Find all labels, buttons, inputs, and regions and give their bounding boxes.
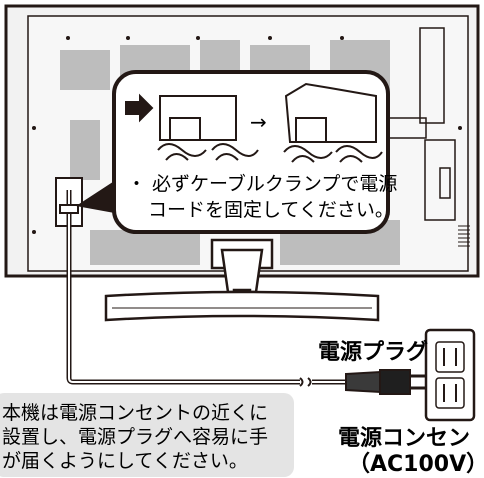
vent-slots [458, 225, 470, 247]
clamp-illustration-closed [283, 82, 383, 163]
terminal-panel [387, 27, 456, 221]
callout-line-1: ・ 必ずケーブルクランプで電源 [127, 173, 398, 195]
note-line-2: 設置し、電源プラグへ容易に手 [2, 426, 269, 448]
clamp-illustration-open [125, 93, 259, 161]
wall-outlet [424, 328, 476, 422]
outlet-label-line-1: 電源コンセン [338, 426, 471, 451]
plug-label: 電源プラグ [318, 340, 429, 365]
screw-holes [32, 36, 462, 234]
callout-line-2: コードを固定してください。 [148, 199, 394, 221]
callout-leader [76, 176, 122, 214]
outlet-label-line-2: （AC100V） [348, 452, 484, 477]
note-line-1: 本機は電源コンセントの近くに [2, 402, 269, 424]
installation-note-box: 本機は電源コンセントの近くに 設置し、電源プラグへ容易に手 が届くようにしてくだ… [0, 393, 294, 477]
note-line-3: が届くようにしてください。 [2, 450, 248, 472]
tv-stand [104, 238, 380, 322]
direction-arrow-icon [125, 93, 154, 123]
callout-arrow-text: → [250, 110, 267, 134]
power-cord [59, 190, 346, 387]
power-plug [345, 369, 426, 395]
